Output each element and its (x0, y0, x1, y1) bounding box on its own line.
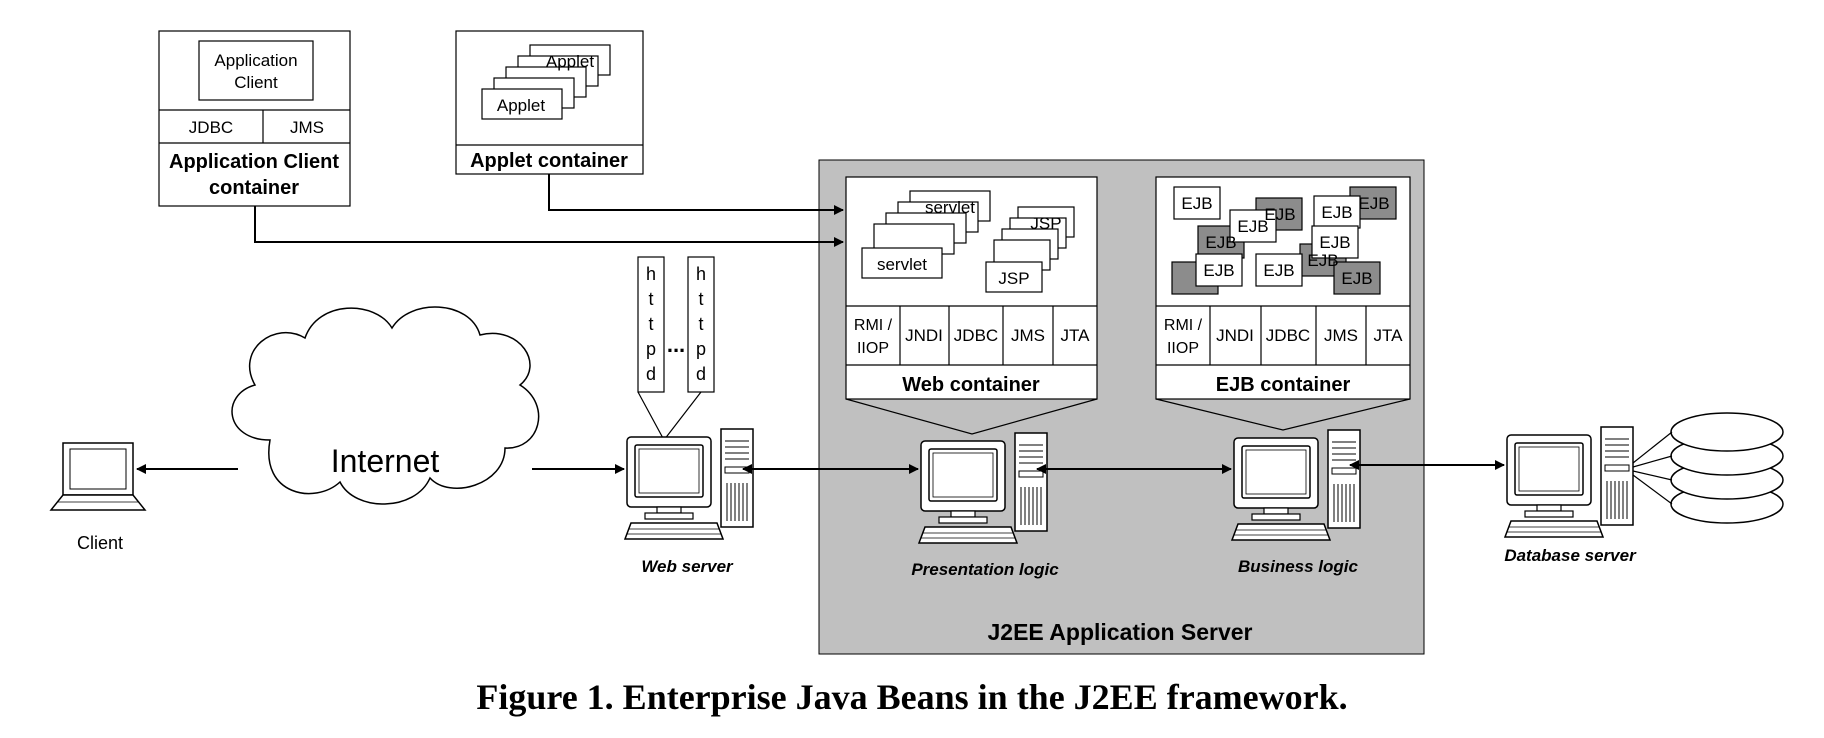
database-stack-icon (1632, 412, 1784, 524)
ejb-label: EJB (1263, 261, 1294, 280)
ejb-label: EJB (1264, 205, 1295, 224)
ejb-jdbc-label: JDBC (1266, 326, 1310, 345)
client-label: Client (77, 533, 123, 553)
applet-stack: Applet Applet (481, 44, 611, 120)
container-funnels (845, 398, 1411, 435)
httpd-letter: p (696, 339, 706, 359)
httpd-letter: t (648, 314, 653, 334)
j2ee-diagram: J2EE Application Server Application Clie… (49, 30, 1784, 655)
app-client-jms: JMS (290, 118, 324, 137)
ejb-label: EJB (1321, 203, 1352, 222)
application-client-container: Application Client JDBC JMS Application … (158, 30, 351, 207)
httpd-letter: d (646, 364, 656, 384)
figure-caption: Figure 1. Enterprise Java Beans in the J… (476, 677, 1348, 717)
ejb-rmi-label: RMI / (1164, 317, 1203, 334)
ejb-label: EJB (1237, 217, 1268, 236)
ejb-iiop-label: IIOP (1167, 340, 1199, 357)
ejb-label: EJB (1181, 194, 1212, 213)
web-iiop-label: IIOP (857, 340, 889, 357)
web-server-computer (624, 428, 754, 540)
httpd-letter: t (648, 289, 653, 309)
httpd-processes: h t t p d h t t p d ... (637, 256, 715, 442)
app-client-container-label-2: container (209, 177, 299, 199)
network-arrows (136, 460, 1505, 474)
httpd-letter: t (698, 314, 703, 334)
web-server-label: Web server (641, 557, 734, 576)
web-jndi-label: JNDI (905, 326, 943, 345)
httpd-letter: h (646, 264, 656, 284)
container-connectors (254, 174, 844, 247)
application-client-label-2: Client (234, 73, 278, 92)
servlet-top-label: servlet (925, 198, 975, 217)
applet-container: Applet Applet Applet container (455, 30, 644, 175)
app-client-container-label: Application Client (169, 151, 339, 173)
web-jta-label: JTA (1061, 326, 1091, 345)
httpd-ellipsis: ... (667, 332, 685, 357)
ejb-container-label: EJB container (1216, 374, 1351, 396)
ejb-label: EJB (1203, 261, 1234, 280)
httpd-letter: p (646, 339, 656, 359)
ejb-jndi-label: JNDI (1216, 326, 1254, 345)
app-client-jdbc: JDBC (189, 118, 233, 137)
internet-cloud: Internet (231, 306, 540, 505)
client-computer: Client (49, 442, 147, 553)
ejb-label: EJB (1319, 233, 1350, 252)
ejb-label: EJB (1341, 269, 1372, 288)
application-client-label: Application (214, 51, 297, 70)
jsp-top-label: JSP (1030, 214, 1061, 233)
ejb-container: EJB EJB EJB EJB EJB EJB EJB EJB EJB EJB … (1155, 176, 1411, 400)
presentation-logic-computer (918, 432, 1048, 544)
web-jms-label: JMS (1011, 326, 1045, 345)
database-server-computer (1504, 426, 1634, 538)
database-server-label: Database server (1504, 546, 1637, 565)
servlet-bottom-label: servlet (877, 255, 927, 274)
applet-top-label: Applet (546, 52, 594, 71)
ejb-jta-label: JTA (1374, 326, 1404, 345)
applet-container-label: Applet container (470, 150, 628, 172)
web-container: servlet servlet JSP JSP RMI / IIOP JNDI … (845, 176, 1098, 400)
applet-bottom-label: Applet (497, 96, 545, 115)
j2ee-server-label: J2EE Application Server (987, 619, 1252, 645)
ejb-jms-label: JMS (1324, 326, 1358, 345)
jsp-bottom-label: JSP (998, 269, 1029, 288)
web-jdbc-label: JDBC (954, 326, 998, 345)
presentation-logic-label: Presentation logic (911, 560, 1059, 579)
ejb-label: EJB (1205, 233, 1236, 252)
httpd-letter: h (696, 264, 706, 284)
internet-label: Internet (331, 443, 440, 479)
business-logic-label: Business logic (1238, 557, 1359, 576)
business-logic-computer (1231, 429, 1361, 541)
httpd-letter: t (698, 289, 703, 309)
web-rmi-label: RMI / (854, 317, 893, 334)
ejb-label: EJB (1358, 194, 1389, 213)
ejb-label: EJB (1307, 251, 1338, 270)
web-container-label: Web container (902, 374, 1040, 396)
httpd-letter: d (696, 364, 706, 384)
